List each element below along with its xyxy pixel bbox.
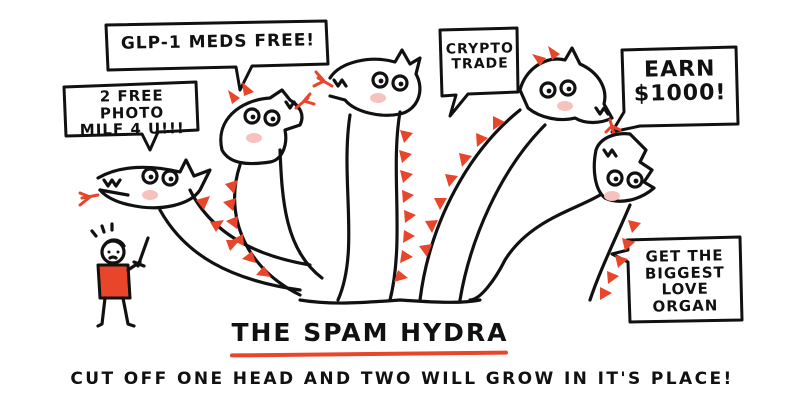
speech-bubble-meds xyxy=(104,19,330,92)
comic-caption: CUT OFF ONE HEAD AND TWO WILL GROW IN IT… xyxy=(70,369,734,389)
hydra-head-4 xyxy=(518,46,622,136)
hydra-neck-2 xyxy=(223,148,324,297)
hydra-head-3 xyxy=(312,48,422,117)
hydra-neck-4 xyxy=(418,108,547,302)
hydra-head-2 xyxy=(219,82,316,166)
bubble-text-photo: 2 FREE PHOTO MILF 4 U!!! xyxy=(79,86,185,139)
hydra-head-5 xyxy=(592,132,656,203)
speech-bubble-photo xyxy=(62,80,200,152)
bubble-text-earn: EARN $1000! xyxy=(633,56,727,107)
bubble-text-meds: GLP-1 MEDS FREE! xyxy=(120,30,316,54)
bubble-text-crypto: CRYPTO TRADE xyxy=(445,40,515,73)
person-with-sword xyxy=(90,222,150,328)
hydra-neck-5 xyxy=(468,193,641,302)
hydra-head-1 xyxy=(78,158,212,210)
speech-bubble-crypto xyxy=(438,26,520,118)
hydra-neck-3 xyxy=(336,110,416,302)
speech-bubble-earn xyxy=(610,45,740,134)
bubble-text-organ: GET THE BIGGEST LOVE ORGAN xyxy=(644,246,725,316)
comic-title: THE SPAM HYDRA xyxy=(231,318,509,347)
